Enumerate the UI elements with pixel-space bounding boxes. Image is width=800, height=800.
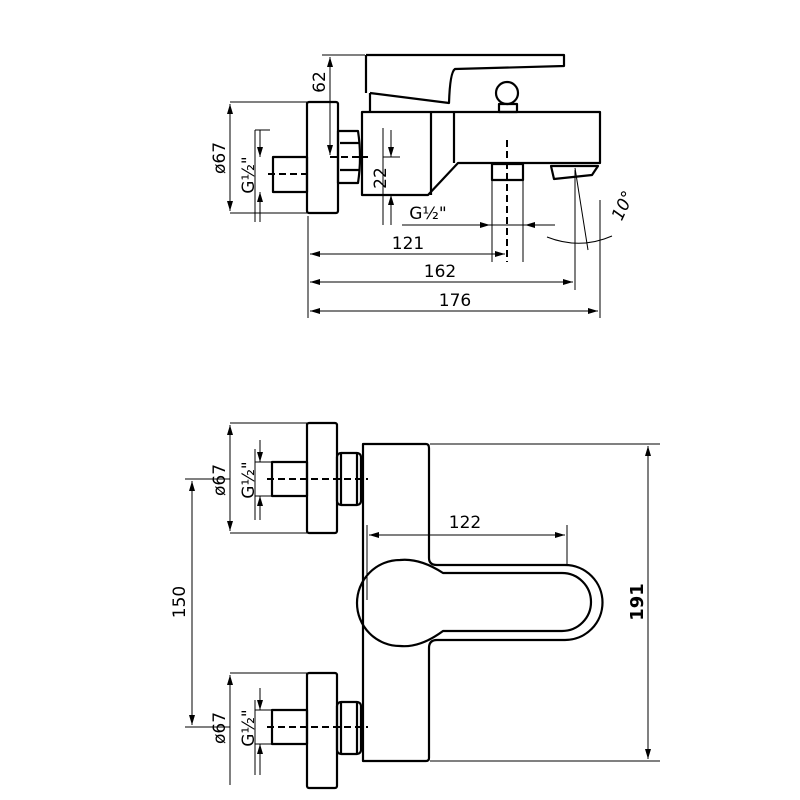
dim-upper-flange-diameter: ø67 xyxy=(210,464,230,496)
dim-inlet-spacing: 150 xyxy=(170,586,190,618)
diverter-knob xyxy=(494,80,520,106)
dim-inlet-thread: G½" xyxy=(239,156,259,193)
top-view: ø67 G½" 150 122 191 ø67 G½" xyxy=(170,421,660,790)
mixer-body-outline xyxy=(361,442,604,763)
connection-nut xyxy=(336,129,362,185)
spout xyxy=(549,164,600,181)
dim-lever-length: 122 xyxy=(449,513,481,533)
angle-arc xyxy=(546,235,613,244)
side-view: 62 ø67 G½" 22 G½" 121 162 176 10° xyxy=(210,53,639,318)
dim-total-length: 176 xyxy=(439,291,471,311)
dim-lower-inlet-thread: G½" xyxy=(239,709,259,746)
dim-outlet-offset: 22 xyxy=(371,167,391,189)
dim-lower-flange-diameter: ø67 xyxy=(210,712,230,744)
mixer-body xyxy=(360,110,602,197)
dim-spout-distance: 162 xyxy=(424,262,456,282)
lower-wall-flange xyxy=(305,671,339,790)
dim-spout-angle: 10° xyxy=(608,188,639,224)
dim-outlet-distance: 121 xyxy=(392,234,424,254)
dim-outlet-thread: G½" xyxy=(409,204,446,224)
dim-handle-height: 62 xyxy=(310,71,330,93)
lever-handle xyxy=(364,53,566,111)
dim-body-height: 191 xyxy=(627,583,648,621)
lever-top xyxy=(355,558,593,648)
diverter-stem xyxy=(497,102,519,114)
dim-upper-inlet-thread: G½" xyxy=(239,461,259,498)
dim-flange-diameter: ø67 xyxy=(210,142,230,174)
